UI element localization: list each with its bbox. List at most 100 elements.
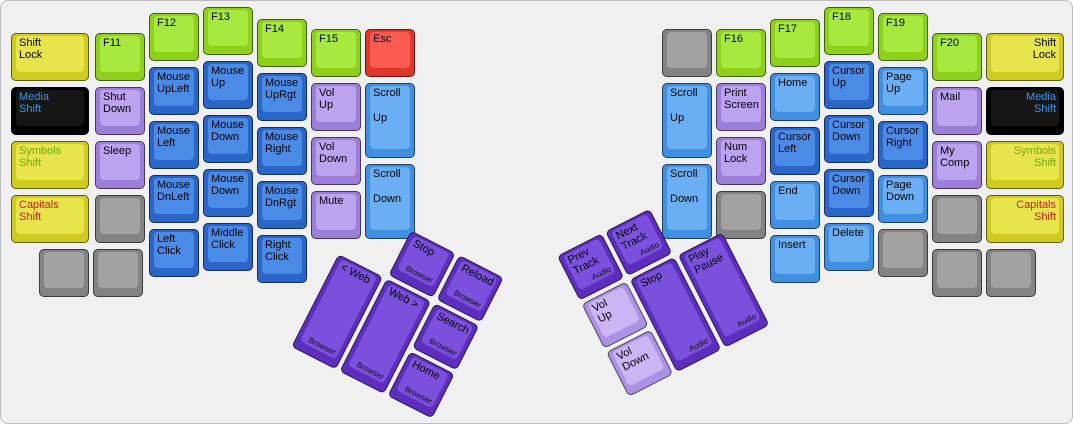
key-label: Delete xyxy=(832,227,864,239)
key-label: Capitals Shift xyxy=(1016,199,1056,224)
key-f17[interactable]: F17 xyxy=(770,19,820,67)
key-f13[interactable]: F13 xyxy=(203,7,253,55)
key-label: Media Shift xyxy=(19,91,49,116)
key-vol-down[interactable]: Vol Down xyxy=(311,137,361,185)
key-mouse-up[interactable]: Mouse Up xyxy=(203,61,253,109)
key-mute[interactable]: Mute xyxy=(311,191,361,239)
key-scroll-up[interactable]: Scroll Up xyxy=(365,83,415,158)
key-f16[interactable]: F16 xyxy=(716,29,766,77)
key-blank[interactable] xyxy=(95,195,145,243)
key-top: Capitals Shift xyxy=(991,198,1059,234)
key-scroll-down[interactable]: Scroll Down xyxy=(365,164,415,239)
key-top xyxy=(937,198,977,234)
key-top: Middle Click xyxy=(208,226,248,262)
key-label: Cursor Right xyxy=(886,125,920,150)
key-symbols-shift[interactable]: Symbols Shift xyxy=(11,141,89,189)
key-right-click[interactable]: Right Click xyxy=(257,235,307,283)
key-label: Symbols Shift xyxy=(19,145,62,170)
key-f15[interactable]: F15 xyxy=(311,29,361,77)
key-top: Num Lock xyxy=(721,140,761,176)
key-label: Scroll Up xyxy=(670,87,698,124)
key-cursor-down[interactable]: Cursor Down xyxy=(824,169,874,217)
key-label: Print Screen xyxy=(724,87,759,112)
key-top: Mouse Right xyxy=(262,130,302,166)
key-label: F13 xyxy=(211,11,230,23)
key-blank[interactable] xyxy=(986,249,1036,297)
key-cursor-up[interactable]: Cursor Up xyxy=(824,61,874,109)
key-mouse-dnrgt[interactable]: Mouse DnRgt xyxy=(257,181,307,229)
key-page-down[interactable]: Page Down xyxy=(878,175,928,223)
key-blank[interactable] xyxy=(932,249,982,297)
key-scroll-up[interactable]: Scroll Up xyxy=(662,83,712,158)
key-esc[interactable]: Esc xyxy=(365,29,415,77)
key-top: Home xyxy=(775,76,815,112)
key-top: Page Down xyxy=(883,178,923,214)
key-label: Stop xyxy=(638,269,665,291)
key-mouse-down[interactable]: Mouse Down xyxy=(203,169,253,217)
key-mouse-left[interactable]: Mouse Left xyxy=(149,121,199,169)
key-shut-down[interactable]: Shut Down xyxy=(95,87,145,135)
key-capitals-shift[interactable]: Capitals Shift xyxy=(986,195,1064,243)
key-label: Mouse Down xyxy=(211,119,245,144)
key-f20[interactable]: F20 xyxy=(932,33,982,81)
key-capitals-shift[interactable]: Capitals Shift xyxy=(11,195,89,243)
key-label: Num Lock xyxy=(724,141,748,166)
key-page-up[interactable]: Page Up xyxy=(878,67,928,115)
key-label: Cursor Left xyxy=(778,131,812,156)
key-f14[interactable]: F14 xyxy=(257,19,307,67)
key-scroll-down[interactable]: Scroll Down xyxy=(662,164,712,239)
key-label: Home xyxy=(778,77,808,89)
key-end[interactable]: End xyxy=(770,181,820,229)
key-blank[interactable] xyxy=(878,229,928,277)
key-middle-click[interactable]: Middle Click xyxy=(203,223,253,271)
key-shift-lock[interactable]: Shift Lock xyxy=(986,33,1064,81)
key-symbols-shift[interactable]: Symbols Shift xyxy=(986,141,1064,189)
key-cursor-right[interactable]: Cursor Right xyxy=(878,121,928,169)
key-blank[interactable] xyxy=(662,29,712,77)
key-blank[interactable] xyxy=(39,249,89,297)
key-home[interactable]: Home xyxy=(770,73,820,121)
key-sleep[interactable]: Sleep xyxy=(95,141,145,189)
key-media-shift[interactable]: Media Shift xyxy=(11,87,89,135)
key-label: Vol Down xyxy=(319,141,348,166)
key-top: Mute xyxy=(316,194,356,230)
key-delete[interactable]: Delete xyxy=(824,223,874,271)
key-label: Mouse Right xyxy=(265,131,299,156)
key-f19[interactable]: F19 xyxy=(878,13,928,61)
key-cursor-down[interactable]: Cursor Down xyxy=(824,115,874,163)
key-label: Mouse UpLeft xyxy=(157,71,191,96)
key-insert[interactable]: Insert xyxy=(770,235,820,283)
key-shift-lock[interactable]: Shift Lock xyxy=(11,33,89,81)
key-num-lock[interactable]: Num Lock xyxy=(716,137,766,185)
key-blank[interactable] xyxy=(93,249,143,297)
key-label: Media Shift xyxy=(1026,91,1056,116)
key-left-click[interactable]: Left Click xyxy=(149,229,199,277)
key-my-comp[interactable]: My Comp xyxy=(932,141,982,189)
key-f11[interactable]: F11 xyxy=(95,33,145,81)
key-mouse-uprgt[interactable]: Mouse UpRgt xyxy=(257,73,307,121)
key-mouse-right[interactable]: Mouse Right xyxy=(257,127,307,175)
key-label: F14 xyxy=(265,23,284,35)
key-mail[interactable]: Mail xyxy=(932,87,982,135)
key-label: Page Up xyxy=(886,71,912,96)
key-label: Right Click xyxy=(265,239,291,264)
key-mouse-dnleft[interactable]: Mouse DnLeft xyxy=(149,175,199,223)
key-sub-label: Browser xyxy=(355,360,386,382)
key-cursor-left[interactable]: Cursor Left xyxy=(770,127,820,175)
key-top: F11 xyxy=(100,36,140,72)
key-label: Shut Down xyxy=(103,91,132,116)
key-f12[interactable]: F12 xyxy=(149,13,199,61)
key-mouse-down[interactable]: Mouse Down xyxy=(203,115,253,163)
key-label: Sleep xyxy=(103,145,132,157)
key-label: Mouse Up xyxy=(211,65,245,90)
key-vol-up[interactable]: Vol Up xyxy=(311,83,361,131)
key-f18[interactable]: F18 xyxy=(824,7,874,55)
key-media-shift[interactable]: Media Shift xyxy=(986,87,1064,135)
key-blank[interactable] xyxy=(716,191,766,239)
key-blank[interactable] xyxy=(932,195,982,243)
key-label: Capitals Shift xyxy=(19,199,59,224)
key-mouse-upleft[interactable]: Mouse UpLeft xyxy=(149,67,199,115)
key-print-screen[interactable]: Print Screen xyxy=(716,83,766,131)
